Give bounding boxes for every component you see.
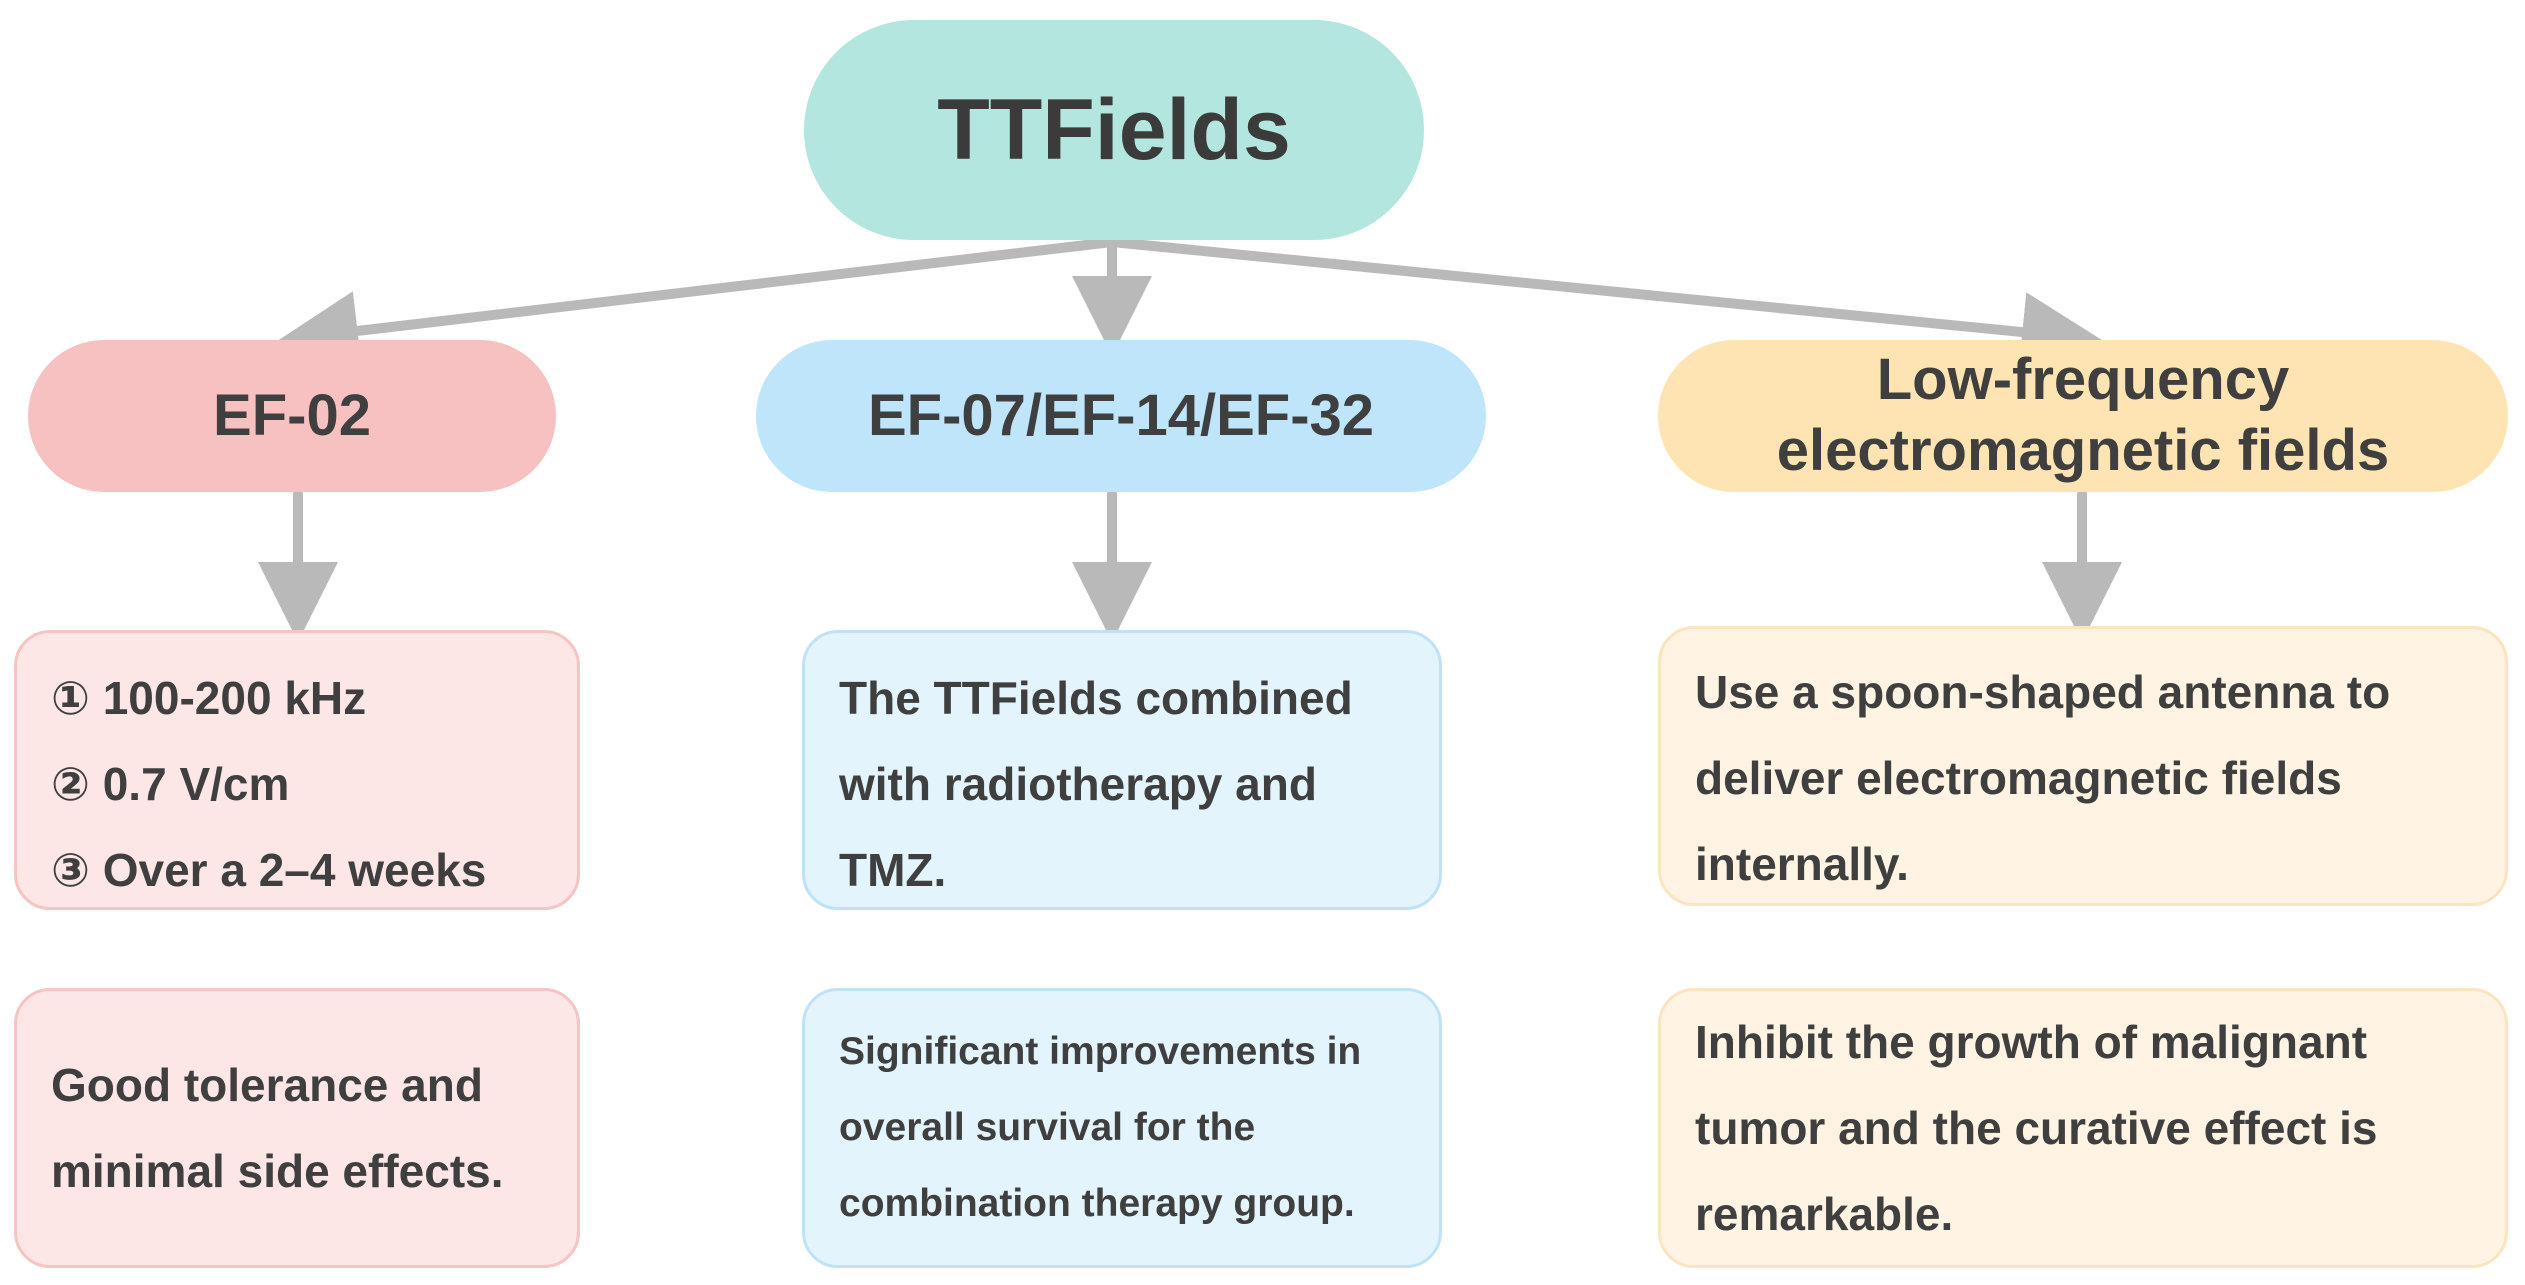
branch-node-low-frequency: Low-frequency electromagnetic fields — [1658, 340, 2508, 492]
branch-title-low-frequency: Low-frequency electromagnetic fields — [1776, 347, 2390, 483]
outcome-text-ef02: Good tolerance and minimal side effects. — [51, 1059, 504, 1197]
detail-text-low-frequency: Use a spoon-shaped antenna to deliver el… — [1695, 666, 2391, 890]
outcome-box-ef07-ef14-ef32: Significant improvements in overall surv… — [802, 988, 1442, 1268]
branch-title-ef02: EF-02 — [213, 382, 371, 448]
outcome-text-low-frequency: Inhibit the growth of malignant tumor an… — [1695, 1016, 2378, 1240]
branch-node-ef07-ef14-ef32: EF-07/EF-14/EF-32 — [756, 340, 1486, 492]
details-box-low-frequency: Use a spoon-shaped antenna to deliver el… — [1658, 626, 2508, 906]
outcome-text-ef07-ef14-ef32: Significant improvements in overall surv… — [839, 1030, 1362, 1225]
detail-frequency: ① 100-200 kHz — [51, 672, 367, 724]
root-label: TTFields — [937, 81, 1291, 178]
details-box-ef02: ① 100-200 kHz ② 0.7 V/cm ③ Over a 2–4 we… — [14, 630, 580, 910]
arrow-root-to-lowfreq — [1107, 237, 2102, 372]
root-node-ttfields: TTFields — [804, 20, 1424, 240]
detail-duration: ③ Over a 2–4 weeks — [51, 844, 487, 896]
branch-title-ef07-ef14-ef32: EF-07/EF-14/EF-32 — [867, 382, 1375, 448]
outcome-box-ef02: Good tolerance and minimal side effects. — [14, 988, 580, 1268]
detail-intensity: ② 0.7 V/cm — [51, 758, 290, 810]
branch-node-ef02: EF-02 — [28, 340, 556, 492]
outcome-box-low-frequency: Inhibit the growth of malignant tumor an… — [1658, 988, 2508, 1268]
arrow-root-to-ef02 — [278, 237, 1117, 371]
details-box-ef07-ef14-ef32: The TTFields combined with radiotherapy … — [802, 630, 1442, 910]
detail-text-ef07-ef14-ef32: The TTFields combined with radiotherapy … — [839, 672, 1353, 896]
